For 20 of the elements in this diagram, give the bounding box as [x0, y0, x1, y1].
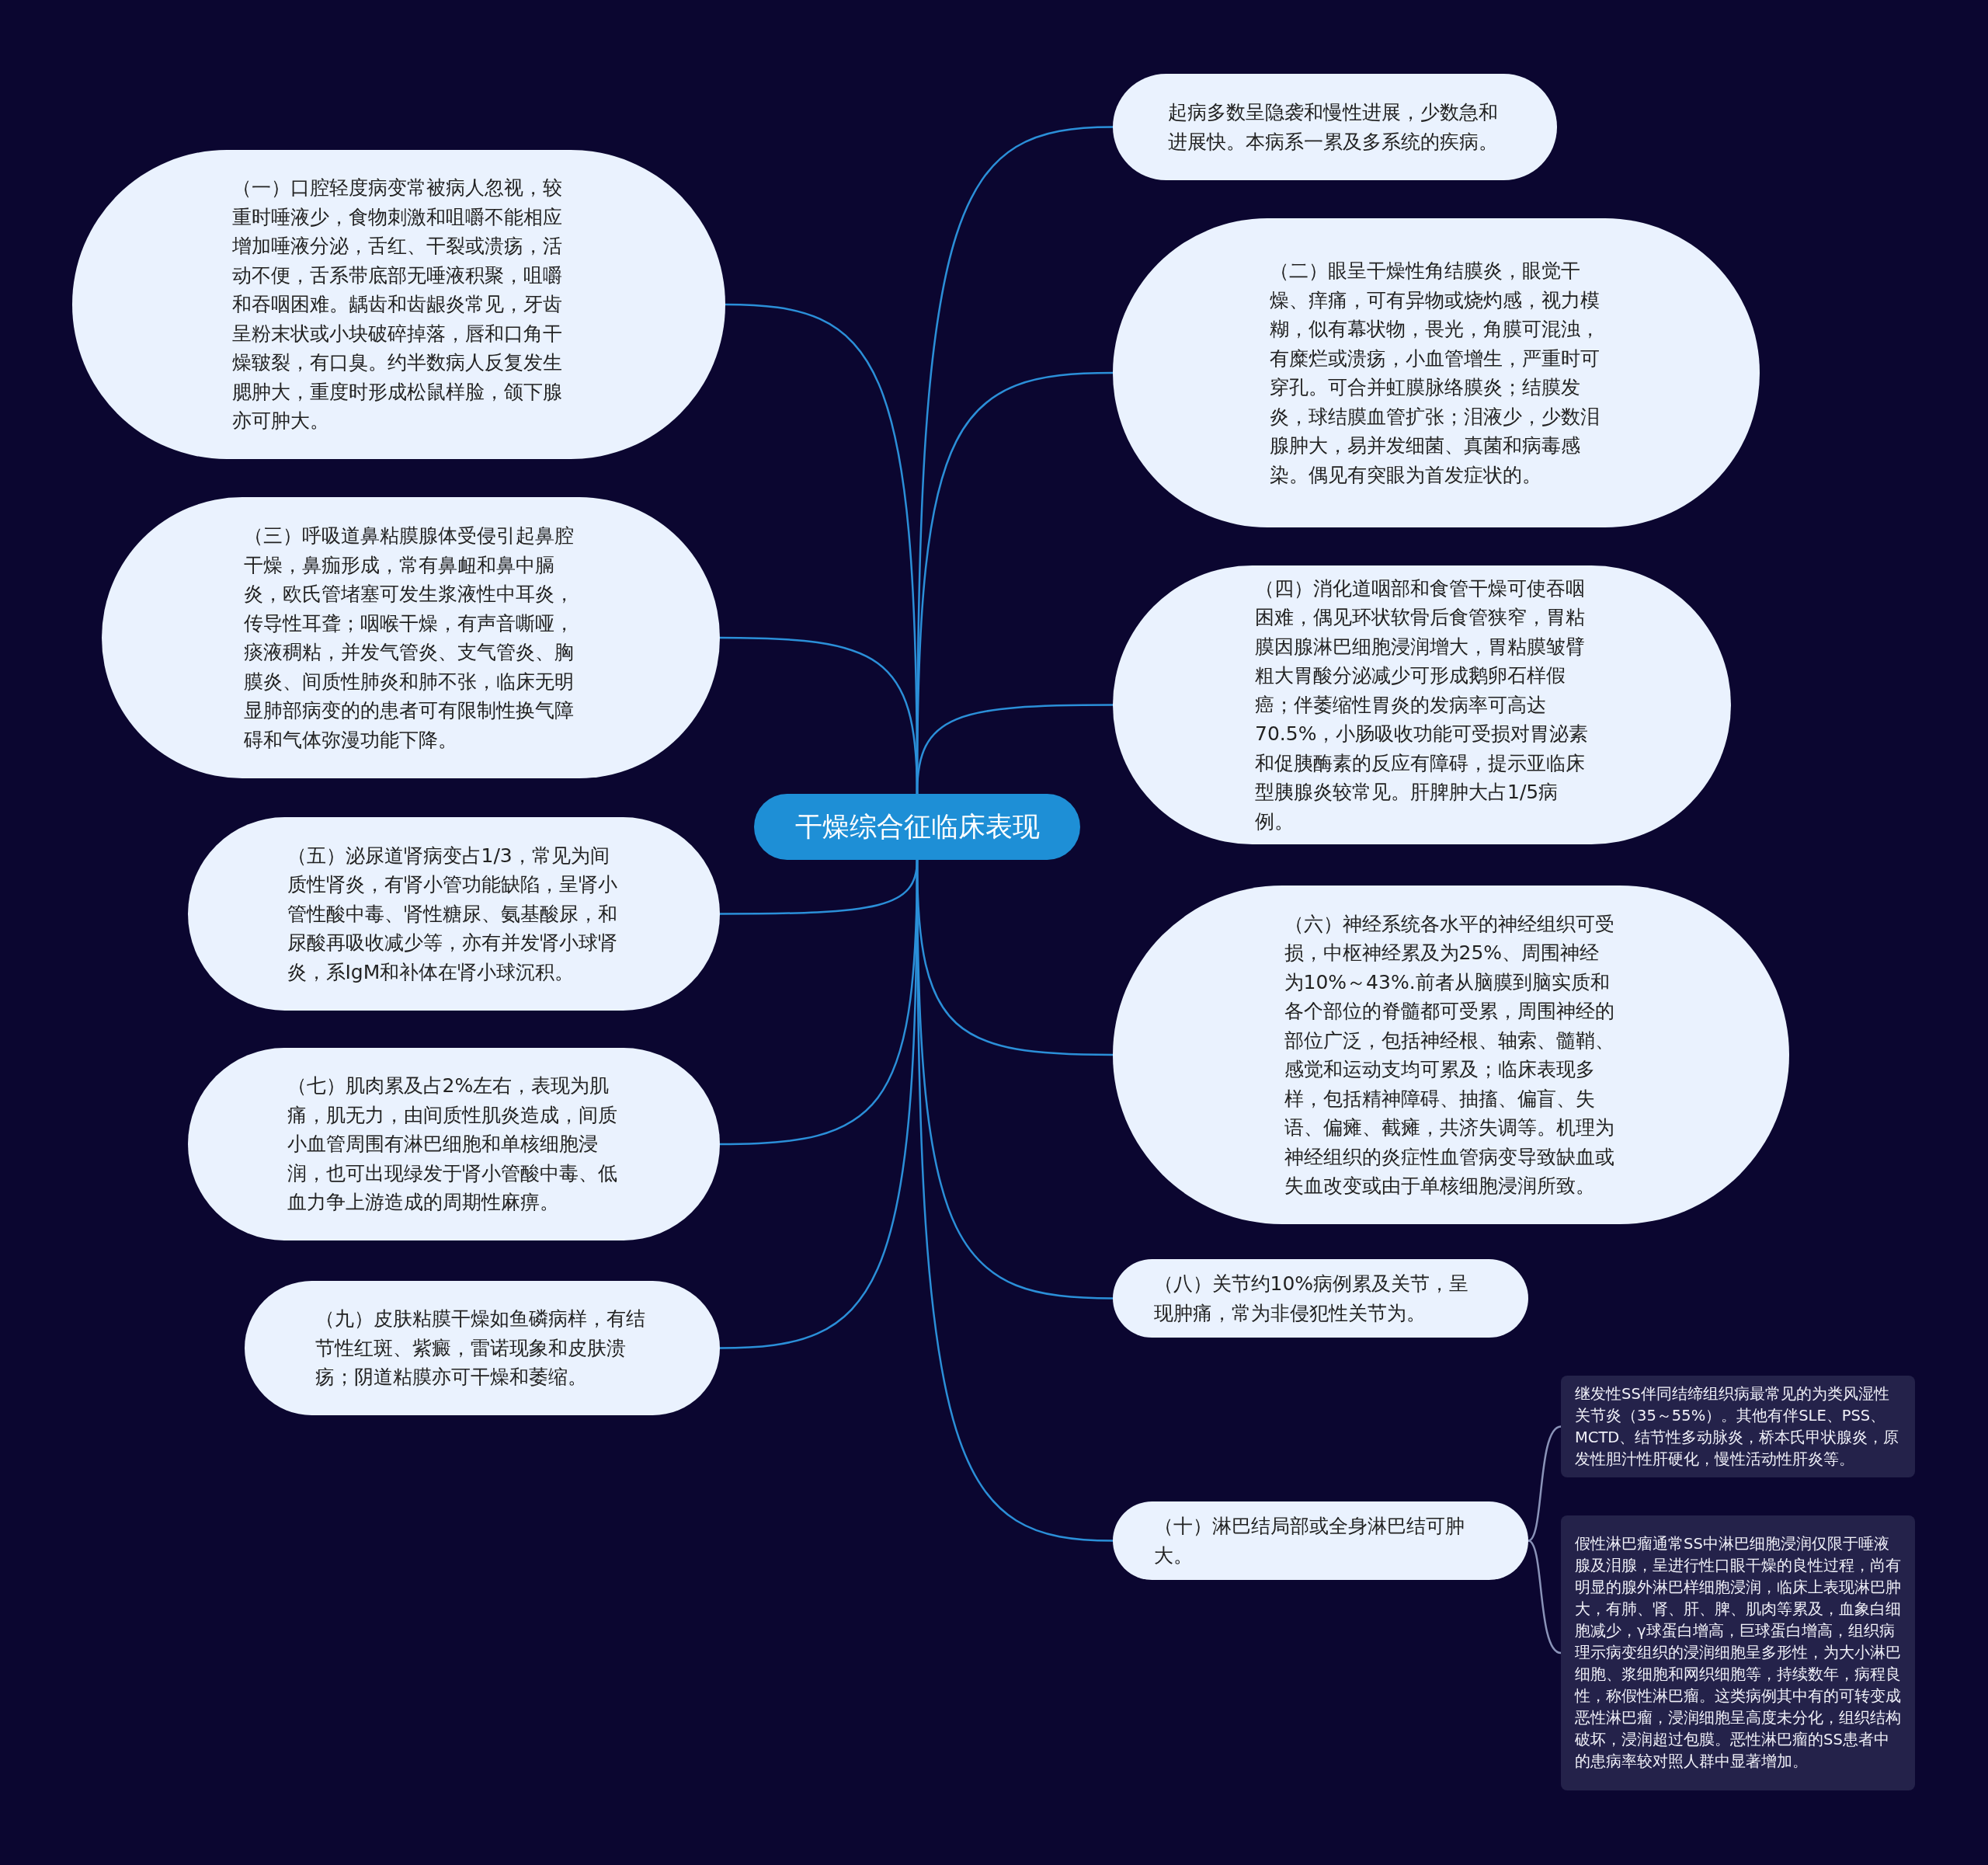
topic-text: 假性淋巴瘤通常SS中淋巴细胞浸润仅限于唾液腺及泪腺，呈进行性口眼干燥的良性过程，尚有明显的腺外淋巴样细胞浸润，临床上表现淋巴肿大，有肺、肾、肝、脾、肌肉等累及，血象白细胞减少，γ球蛋白增高，巨球蛋白增高，组织病理示病变组织的浸润细胞呈多形性，为大小淋巴细胞、浆细胞和网织细胞等，持续数年，病程良性，称假性淋巴瘤。这类病例其中有的可转变成恶性淋巴瘤，浸润细胞呈高度未分化，组织结构破坏，浸润超过包膜。恶性淋巴瘤的SS患者中的患病率较对照人群中显著增加。 — [1575, 1534, 1901, 1772]
topic-text: （七）肌肉累及占2%左右，表现为肌痛，肌无力，由间质性肌炎造成，间质小血管周围有淋巴细胞和单核细胞浸润，也可出现绿发于肾小管酸中毒、低血力争上游造成的周期性麻痹。 — [287, 1073, 618, 1216]
topic-text: 继发性SS伴同结缔组织病最常见的为类风湿性关节炎（35～55%）。其他有伴SLE、PSS、MCTD、结节性多动脉炎，桥本氏甲状腺炎，原发性胆汁性肝硬化，慢性活动性肝炎等。 — [1575, 1383, 1900, 1470]
topic-text: 起病多数呈隐袭和慢性进展，少数急和进展快。本病系一累及多系统的疾病。 — [1168, 100, 1499, 155]
connector — [916, 704, 1113, 795]
topic-text: （十）淋巴结局部或全身淋巴结可肿大。 — [1153, 1514, 1465, 1568]
connector — [916, 860, 1114, 1542]
topic-text: （三）呼吸道鼻粘膜腺体受侵引起鼻腔干燥，鼻痂形成，常有鼻衄和鼻中膈炎，欧氏管堵塞可发生浆液性中耳炎，传导性耳聋；咽喉干燥，有声音嘶哑，痰液稠粘，并发气管炎、支气管炎、胸膜炎、间质性肺炎和肺不张，临床无明显肺部病变的的患者可有限制性换气障碍和气体弥漫功能下降。 — [244, 524, 575, 753]
topic-text: （四）消化道咽部和食管干燥可使吞咽困难，偶见环状软骨后食管狭窄，胃粘膜因腺淋巴细胞浸润增大，胃粘膜皱臂粗大胃酸分泌减少可形成鹅卵石样假癌；伴萎缩性胃炎的发病率可高达70.5%，小肠吸收功能可受损对胃泌素和促胰酶素的反应有障碍，提示亚临床型胰腺炎较常见。肝脾肿大占1/5病例。 — [1255, 576, 1589, 834]
topic-text: （二）眼呈干燥性角结膜炎，眼觉干燥、痒痛，可有异物或烧灼感，视力模糊，似有幕状物，畏光，角膜可混浊，有糜烂或溃疡，小血管增生，严重时可穿孔。可合并虹膜脉络膜炎；结膜发炎，球结膜血管扩张；泪液少，少数泪腺肿大，易并发细菌、真菌和病毒感染。偶见有突眼为首发症状的。 — [1269, 259, 1600, 488]
note-card — [1561, 1376, 1915, 1477]
topic-text: （六）神经系统各水平的神经组织可受损，中枢神经累及为25%、周围神经为10%～43%.前者从脑膜到脑实质和各个部位的脊髓都可受累，周围神经的部位广泛，包括神经根、轴索、髓鞘、感觉和运动支均可累及；临床表现多样，包括精神障碍、抽搐、偏盲、失语、偏瘫、截瘫，共济失调等。机理为神经组织的炎症性血管病变导致缺血或失血改变或由于单核细胞浸润所致。 — [1284, 911, 1615, 1199]
note-card — [1561, 1515, 1915, 1790]
connector — [1527, 1425, 1562, 1542]
topic-text: （九）皮肤粘膜干燥如鱼磷病样，有结节性红斑、紫癜，雷诺现象和皮肤溃疡；阴道粘膜亦可干燥和萎缩。 — [315, 1307, 646, 1390]
topic-text: （五）泌尿道肾病变占1/3，常见为间质性肾炎，有肾小管功能缺陷，呈肾小管性酸中毒、肾性糖尿、氨基酸尿，和尿酸再吸收减少等，亦有并发肾小球肾炎，系IgM和补体在肾小球沉积。 — [287, 843, 618, 985]
topic-title: 干燥综合征临床表现 — [794, 810, 1040, 844]
connector — [1527, 1540, 1562, 1654]
topic-text: （八）关节约10%病例累及关节，呈现肿痛，常为非侵犯性关节为。 — [1153, 1272, 1470, 1326]
topic-text: （一）口腔轻度病变常被病人忽视，较重时唾液少，食物刺激和咀嚼不能相应增加唾液分泌，舌红、干裂或溃疡，活动不便，舌系带底部无唾液积聚，咀嚼和吞咽困难。龋齿和齿龈炎常见，牙齿呈粉末状或小块破碎掉落，唇和口角干燥皲裂，有口臭。约半数病人反复发生腮肿大，重度时形成松鼠样脸，颌下腺亦可肿大。 — [231, 176, 563, 434]
